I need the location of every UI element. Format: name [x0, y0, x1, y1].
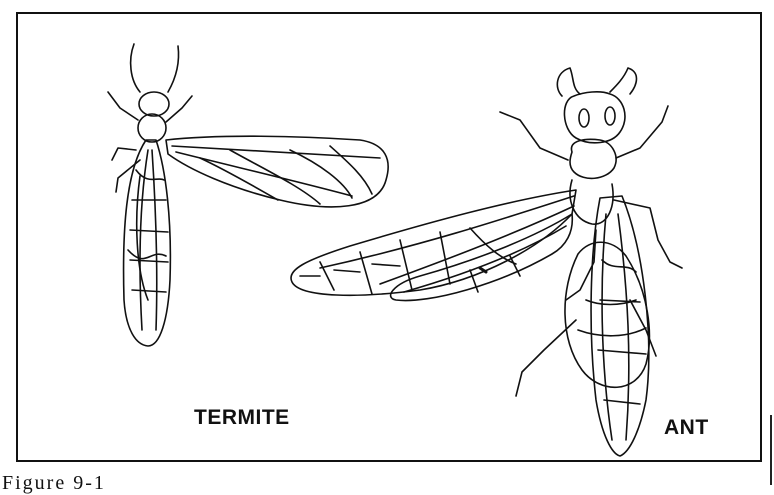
figure-caption: Figure 9-1: [2, 472, 106, 495]
ant-icon: [291, 68, 682, 456]
ant-label: ANT: [664, 416, 709, 440]
termite-label: TERMITE: [194, 406, 290, 430]
termite-icon: [108, 44, 388, 346]
